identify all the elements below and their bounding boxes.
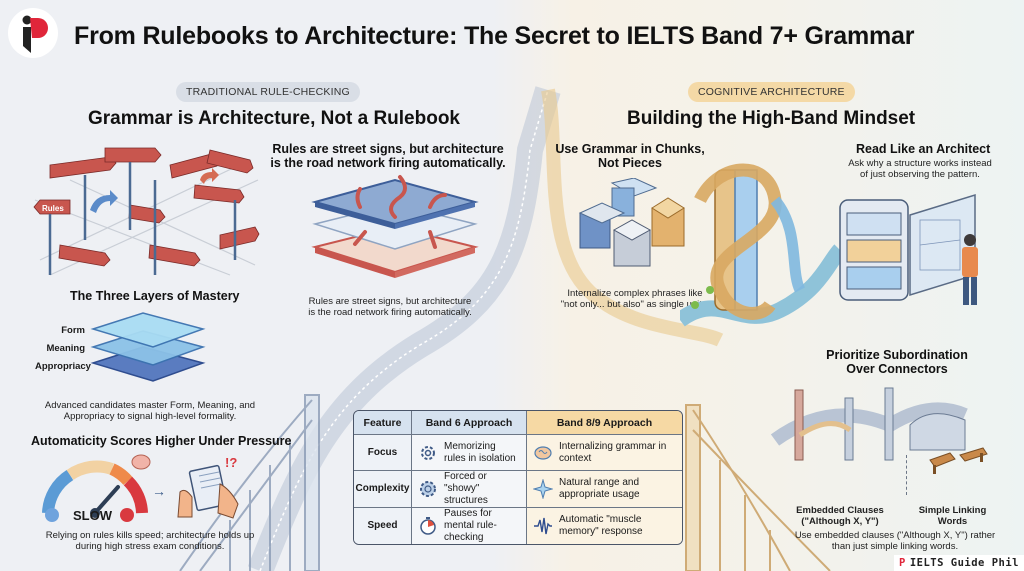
chunks-heading-line2: Not Pieces — [598, 156, 662, 170]
simple-linking-label: Simple Linking Words — [915, 505, 990, 527]
band6-complexity-text: Forced or "showy" structures — [444, 471, 488, 506]
band89-focus-text: Internalizing grammar in context — [559, 440, 667, 464]
gauge-needle-icon — [93, 485, 120, 515]
chunks-caption-line2: "not only... but also" as single units. — [560, 299, 710, 310]
layers-heading: The Three Layers of Mastery — [70, 289, 240, 303]
exclaim-question-icon: !? — [225, 455, 238, 470]
main-title: From Rulebooks to Architecture: The Secr… — [74, 22, 915, 50]
road-network-heading: Rules are street signs, but architecture… — [268, 142, 508, 170]
table-header-band6: Band 6 Approach — [412, 411, 527, 435]
gear-icon — [421, 445, 435, 460]
architect-caption-line2: of just observing the pattern. — [860, 169, 980, 180]
band89-complexity-text: Natural range and appropriate usage — [559, 477, 640, 500]
table-row-complexity-feature: Complexity — [354, 471, 412, 508]
layer-label-meaning: Meaning — [46, 343, 85, 354]
subordination-caption-line2: than just simple linking words. — [831, 541, 959, 552]
right-section-heading: Building the High-Band Mindset — [627, 108, 916, 129]
table-row-speed-band6: Pauses for mental rule-checking — [412, 508, 527, 544]
gauge-slow-label: SLOW — [73, 508, 112, 523]
left-bridge-icon — [179, 394, 320, 571]
chunks-heading: Use Grammar in Chunks, Not Pieces — [555, 142, 705, 170]
layer-label-appropriacy: Appropriacy — [35, 361, 91, 372]
chunks-caption: Internalize complex phrases like "not on… — [560, 288, 710, 310]
table-row-complexity-band89: Natural range and appropriate usage — [527, 471, 682, 508]
arrow-right-icon: → — [152, 483, 166, 499]
ielts-guide-logo-icon — [22, 15, 48, 53]
table-row-focus-band89: Internalizing grammar in context — [527, 435, 682, 471]
layers-caption-line1: Advanced candidates master Form, Meaning… — [44, 400, 256, 411]
section-pill-traditional: TRADITIONAL RULE-CHECKING — [176, 82, 360, 102]
pause-icon — [120, 508, 134, 522]
svg-text:Rules: Rules — [42, 204, 64, 213]
street-signs-icon: Rules — [33, 147, 260, 276]
embedded-clauses-label-line2: ("Although X, Y") — [801, 516, 879, 527]
star-burst-icon — [533, 479, 553, 499]
reading-hands-icon — [177, 464, 239, 519]
band6-speed-text: Pauses for mental rule-checking — [444, 508, 497, 543]
table-row-speed-band89: Automatic "muscle memory" response — [527, 508, 682, 544]
layers-labels: Form Meaning Appropriacy — [35, 322, 91, 376]
comparison-table: Feature Band 6 Approach Band 8/9 Approac… — [353, 410, 683, 545]
simple-linking-label-line1: Simple Linking — [918, 505, 987, 516]
table-row-complexity-band6: Forced or "showy" structures — [412, 471, 527, 508]
automaticity-heading: Automaticity Scores Higher Under Pressur… — [31, 434, 292, 448]
broken-bridge-icon — [929, 447, 988, 474]
embedded-bridge-icon — [770, 387, 968, 461]
right-bridge-icon — [685, 404, 831, 571]
architect-caption-line1: Ask why a structure works instead — [848, 158, 992, 169]
three-layers-icon — [90, 312, 206, 382]
subordination-heading-line2: Over Connectors — [846, 362, 948, 376]
brand-name: IELTS Guide Phil — [909, 557, 1019, 569]
architect-caption: Ask why a structure works instead of jus… — [840, 158, 1000, 180]
subordination-heading-line1: Prioritize Subordination — [826, 348, 968, 362]
brain-icon — [131, 454, 151, 470]
road-network-caption-line2: is the road network firing automatically… — [308, 307, 472, 318]
chunks-caption-line1: Internalize complex phrases like — [567, 288, 703, 299]
band6-focus-text: Memorizing rules in isolation — [444, 440, 516, 464]
simple-linking-label-line2: Words — [937, 516, 968, 527]
layers-caption-line2: Appropriacy to signal high-level formali… — [63, 411, 237, 422]
layers-caption: Advanced candidates master Form, Meaning… — [35, 400, 265, 422]
interlocking-blocks-icon — [578, 178, 685, 267]
snowflake-icon — [45, 508, 59, 522]
table-row-focus-band6: Memorizing rules in isolation — [412, 435, 527, 471]
comparison-divider — [906, 455, 907, 495]
road-network-heading-line1: Rules are street signs, but architecture — [272, 142, 504, 156]
layer-label-form: Form — [61, 325, 85, 336]
left-section-heading: Grammar is Architecture, Not a Rulebook — [88, 108, 461, 129]
brand-mark-icon: P — [899, 557, 906, 569]
road-network-caption-line1: Rules are street signs, but architecture — [308, 296, 472, 307]
automaticity-caption: Relying on rules kills speed; architectu… — [35, 530, 265, 552]
architect-heading: Read Like an Architect — [856, 142, 991, 156]
brain-icon — [534, 445, 552, 460]
brand-logo — [8, 8, 58, 58]
table-header-band89: Band 8/9 Approach — [527, 411, 682, 435]
automaticity-caption-line1: Relying on rules kills speed; architectu… — [45, 530, 255, 541]
stopwatch-icon — [420, 517, 436, 535]
waveform-icon — [534, 517, 552, 535]
chunks-heading-line1: Use Grammar in Chunks, — [555, 142, 705, 156]
automaticity-caption-line2: during high stress exam conditions. — [75, 541, 225, 552]
subordination-caption: Use embedded clauses ("Although X, Y") r… — [790, 530, 1000, 552]
subordination-caption-line1: Use embedded clauses ("Although X, Y") r… — [794, 530, 996, 541]
cognitive-towers-icon — [680, 163, 840, 327]
road-network-heading-line2: is the road network firing automatically… — [270, 156, 506, 170]
architect-reading-icon — [839, 193, 978, 305]
subordination-heading: Prioritize Subordination Over Connectors — [822, 348, 972, 376]
road-network-caption: Rules are street signs, but architecture… — [290, 296, 490, 318]
embedded-clauses-label-line1: Embedded Clauses — [796, 505, 884, 516]
table-header-feature: Feature — [354, 411, 412, 435]
table-row-speed-feature: Speed — [354, 508, 412, 544]
section-pill-cognitive: COGNITIVE ARCHITECTURE — [688, 82, 855, 102]
layered-map-icon — [311, 175, 479, 278]
gear-clock-icon — [420, 481, 436, 497]
table-row-focus-feature: Focus — [354, 435, 412, 471]
band89-speed-text: Automatic "muscle memory" response — [559, 514, 643, 537]
embedded-clauses-label: Embedded Clauses ("Although X, Y") — [795, 505, 885, 527]
